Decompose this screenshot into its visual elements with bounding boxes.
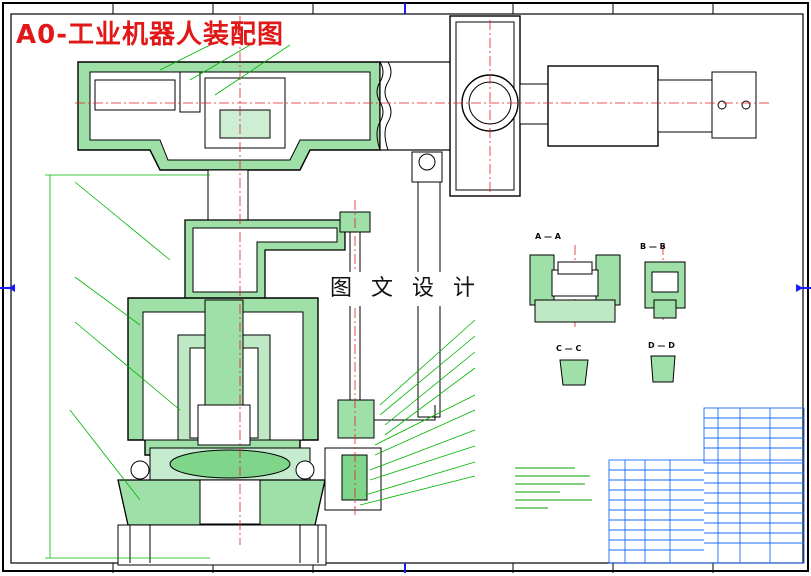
upper-arm [77, 61, 456, 171]
section-bb-view [644, 261, 686, 319]
center-arrow-right [796, 284, 803, 292]
center-arrow-left [8, 284, 15, 292]
wrist-block [411, 15, 757, 418]
title-block [608, 407, 805, 564]
section-aa-view [529, 254, 621, 323]
section-label-dd: D — D [648, 341, 675, 350]
section-cc-view [559, 359, 589, 386]
section-dd-view [650, 355, 676, 383]
drawing-title: A0-工业机器人装配图 [16, 20, 285, 50]
frame-ticks [112, 3, 714, 573]
column-body [117, 169, 346, 566]
technical-notes [515, 467, 592, 509]
section-label-bb: B — B [640, 242, 666, 251]
dimension-left [45, 174, 210, 559]
leader-lines [69, 44, 476, 506]
section-label-cc: C — C [556, 344, 582, 353]
section-label-aa: A — A [535, 232, 561, 241]
watermark: 图 文 设 计 [330, 272, 480, 306]
